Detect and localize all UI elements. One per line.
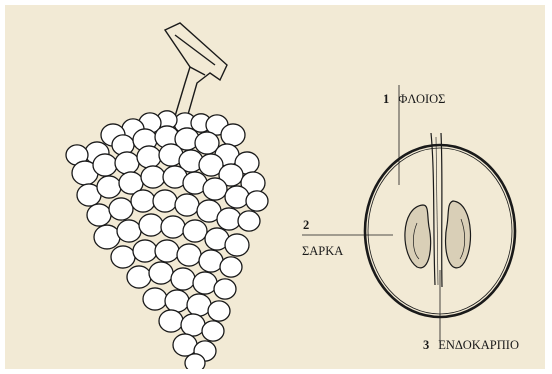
grape-berry [225, 186, 249, 208]
grape-berry [87, 204, 111, 226]
label-flesh-text: ΣΑΡΚΑ [302, 245, 343, 258]
grape-bunch [66, 111, 268, 369]
label-endocarp-number: 3 [423, 338, 429, 352]
grape-berry [111, 246, 135, 268]
grape-berry [217, 208, 241, 230]
grape-berry [149, 262, 173, 284]
label-endocarp-text: ΕΝΔΟΚΑΡΠΙΟ [438, 338, 519, 352]
grape-berry [225, 234, 249, 256]
grape-berry [238, 211, 260, 231]
grape-berry [165, 290, 189, 312]
grape-berry [161, 216, 185, 238]
grape-berry [137, 146, 161, 168]
grape-berry [171, 268, 195, 290]
grape-berry [139, 214, 163, 236]
grape-berry [109, 198, 133, 220]
grape-berry [141, 166, 165, 188]
label-peel-number: 1 [383, 92, 389, 106]
grape-berry [153, 190, 177, 212]
label-flesh-number: 2 [303, 219, 309, 232]
grape-berry [143, 288, 167, 310]
grape-berry [173, 334, 197, 356]
grape-berry [203, 178, 227, 200]
grape-berry [185, 354, 205, 369]
grape-berry [177, 244, 201, 266]
grape-berry [175, 194, 199, 216]
grape-berry [220, 257, 242, 277]
label-peel-text: ΦΛΟΙΟΣ [398, 92, 445, 106]
grape-berry [115, 152, 139, 174]
grape-berry [246, 191, 268, 211]
grape-berry [127, 266, 151, 288]
grape-berry [208, 301, 230, 321]
grape-berry [181, 314, 205, 336]
grape-berry [183, 220, 207, 242]
grape-stem [165, 23, 227, 125]
grape-berry [131, 190, 155, 212]
grape-berry [221, 124, 245, 146]
grape-berry [93, 154, 117, 176]
grape-berry [202, 321, 224, 341]
diagram-panel: 1 ΦΛΟΙΟΣ 2 ΣΑΡΚΑ 3 ΕΝΔΟΚΑΡΠΙΟ [5, 5, 545, 369]
grape-berry [159, 310, 183, 332]
grape-diagram [5, 5, 545, 369]
grape-berry [97, 176, 121, 198]
grape-berry [117, 220, 141, 242]
grape-berry [94, 225, 120, 249]
grape-berry [214, 279, 236, 299]
grape-berry [187, 294, 211, 316]
grape-berry [199, 250, 223, 272]
grape-berry [155, 240, 179, 262]
label-peel: 1 ΦΛΟΙΟΣ [383, 93, 445, 106]
grape-berry [133, 240, 157, 262]
label-endocarp: 3 ΕΝΔΟΚΑΡΠΙΟ [423, 339, 519, 352]
grape-berry [193, 272, 217, 294]
